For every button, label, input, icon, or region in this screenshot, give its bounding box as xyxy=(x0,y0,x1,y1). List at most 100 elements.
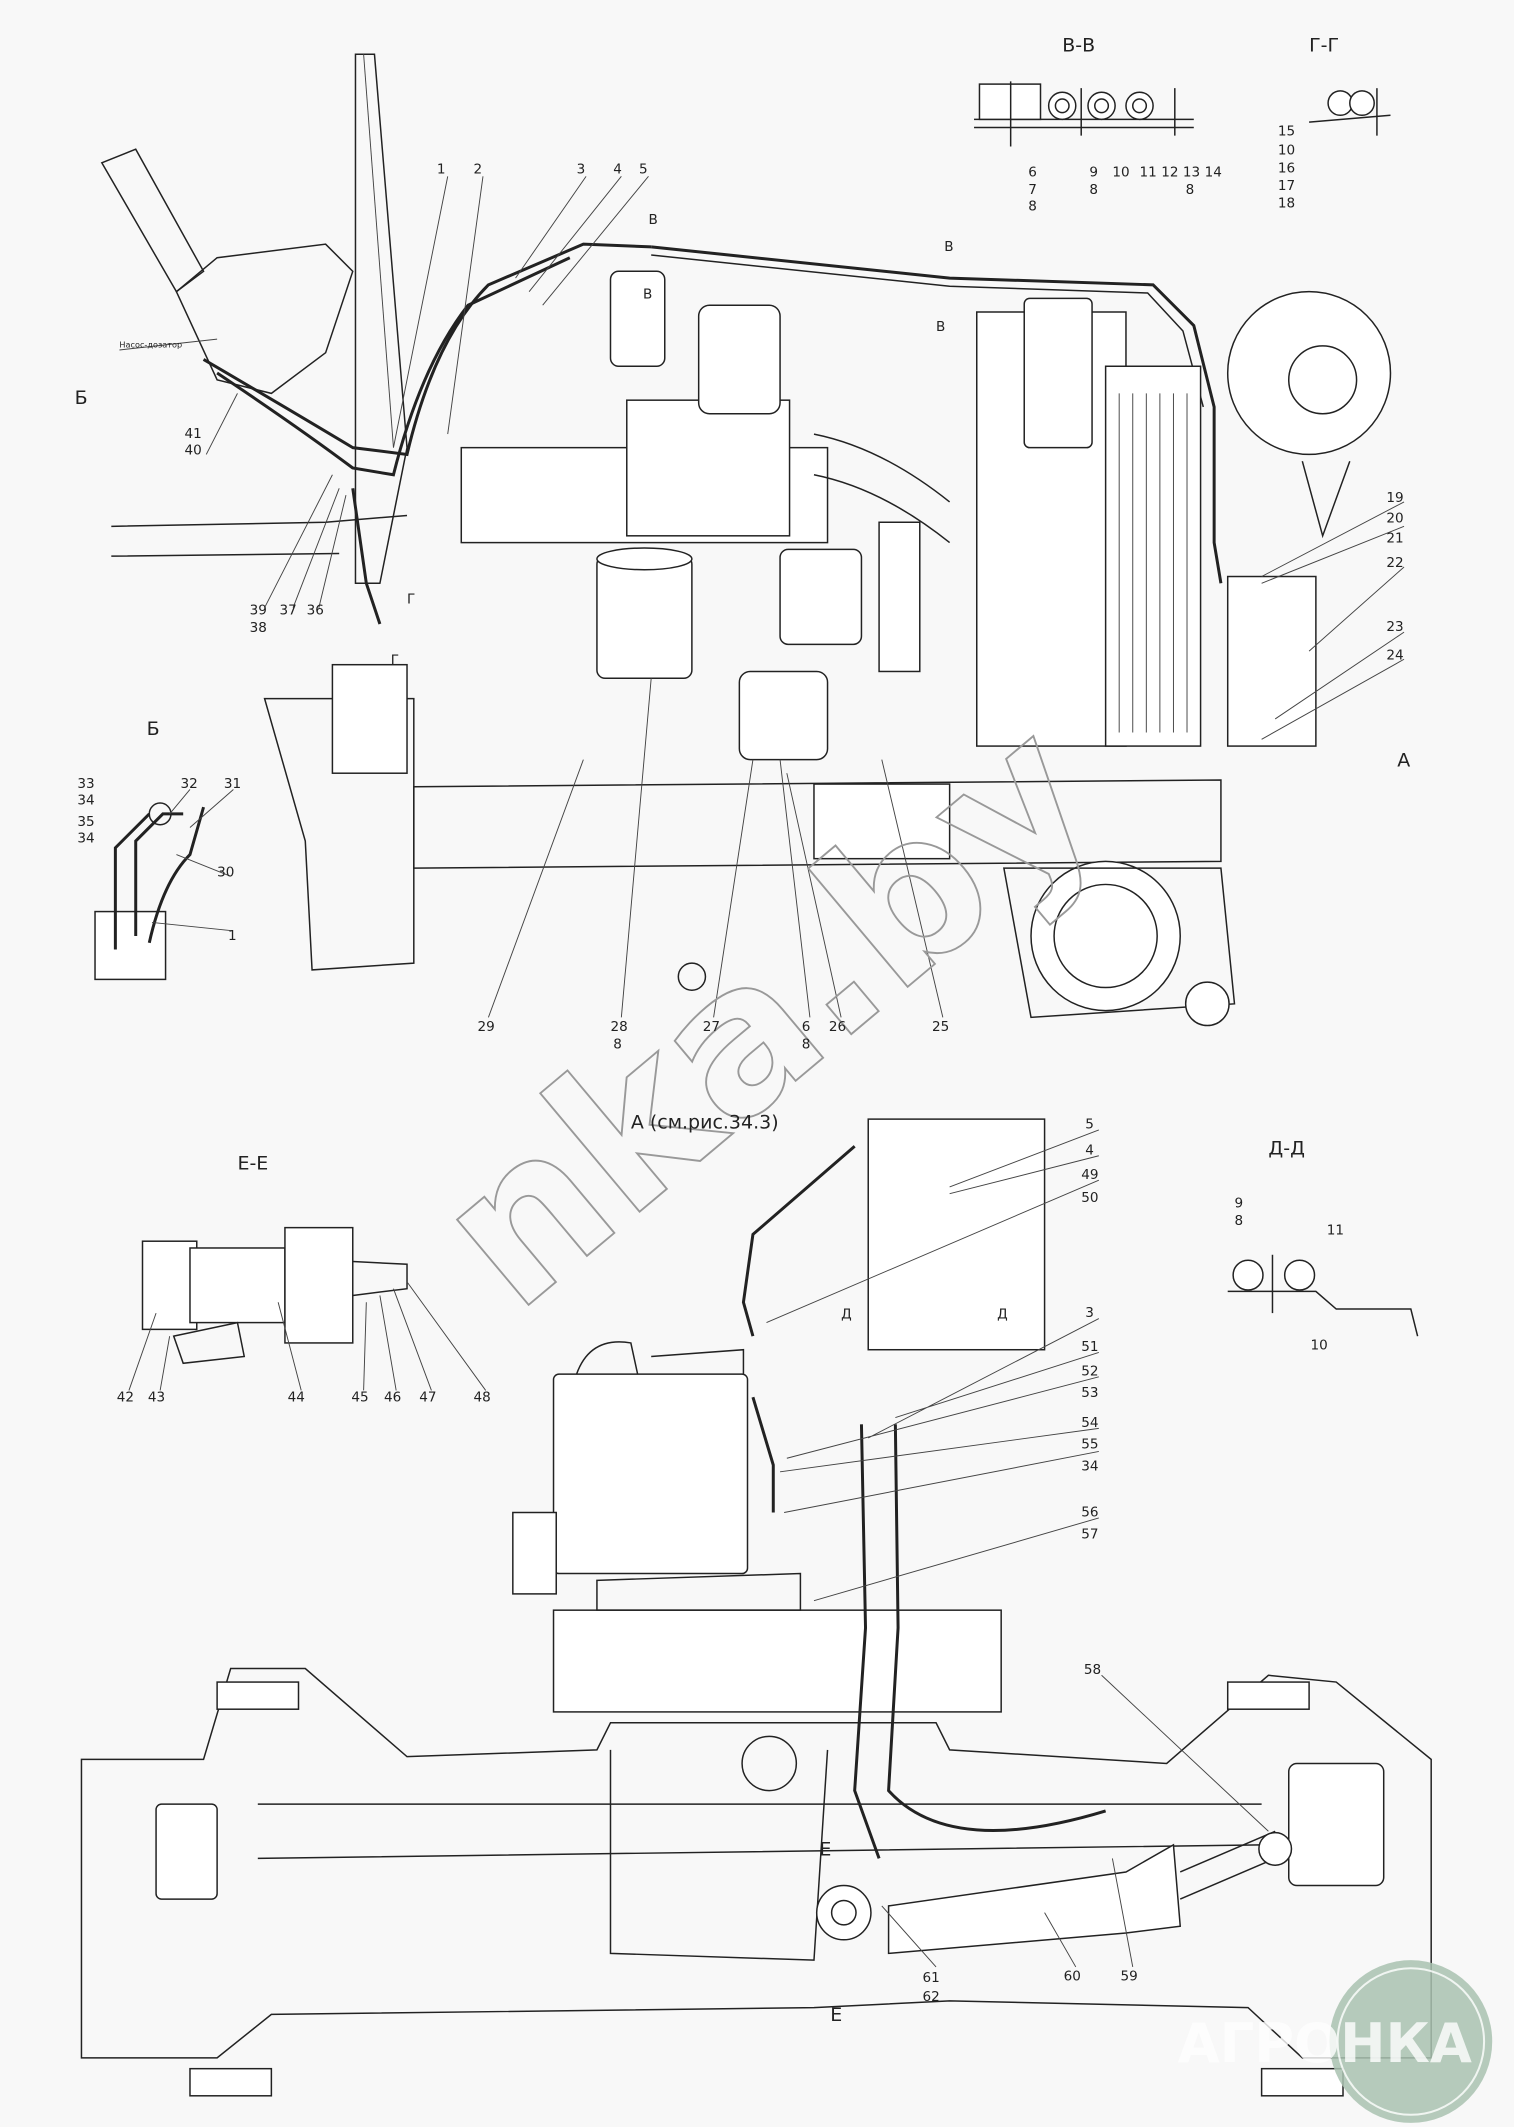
callout: 8 xyxy=(802,1037,811,1053)
callout: 40 xyxy=(185,442,202,458)
section-gg xyxy=(1309,88,1391,136)
callout: 53 xyxy=(1081,1385,1098,1401)
callout: 61 xyxy=(922,1970,939,1986)
callout: 54 xyxy=(1081,1415,1098,1431)
callout: 43 xyxy=(148,1389,165,1405)
callout: 3 xyxy=(577,162,586,178)
callout: 8 xyxy=(1234,1213,1243,1229)
callout: 7 xyxy=(1028,182,1037,198)
callout: 9 xyxy=(1234,1195,1243,1211)
view-ref-a: А (см.рис.34.3) xyxy=(631,1112,779,1134)
cut-mark-v: В xyxy=(944,239,953,255)
cut-mark-v: В xyxy=(936,319,945,335)
callout: 29 xyxy=(478,1019,495,1035)
callout: 47 xyxy=(419,1389,436,1405)
callout: 44 xyxy=(288,1389,305,1405)
callout: 52 xyxy=(1081,1363,1098,1379)
section-label-gg: Г-Г xyxy=(1309,35,1339,57)
callout: 39 xyxy=(250,602,267,618)
pump-note: Насос-дозатор xyxy=(119,339,182,349)
callout: 8 xyxy=(1028,198,1037,214)
callout: 15 xyxy=(1278,124,1295,140)
callout: 42 xyxy=(117,1389,134,1405)
callout: 34 xyxy=(77,792,94,808)
callout: 25 xyxy=(932,1019,949,1035)
section-label-ee: Е-Е xyxy=(237,1152,268,1174)
callout: 34 xyxy=(77,830,94,846)
cut-mark-e: Е xyxy=(830,2004,842,2026)
callouts: 1 2 3 4 5 6 7 8 9 8 10 11 12 13 8 14 15 … xyxy=(77,124,1403,2005)
callout: 33 xyxy=(77,776,94,792)
cut-mark-g: Г xyxy=(407,592,415,608)
callout: 27 xyxy=(703,1019,720,1035)
callout: 1 xyxy=(437,162,446,178)
callout: 31 xyxy=(224,776,241,792)
callout: 51 xyxy=(1081,1339,1098,1355)
cut-mark-g: Г xyxy=(391,653,399,669)
callout: 5 xyxy=(639,162,648,178)
callout: 4 xyxy=(613,162,622,178)
callout: 5 xyxy=(1085,1117,1094,1133)
callout: 12 xyxy=(1161,164,1178,180)
agronka-logo: АГРОНКА xyxy=(1178,1960,1493,2123)
callout: 18 xyxy=(1278,196,1295,212)
callout: 58 xyxy=(1084,1662,1101,1678)
view-label-b: Б xyxy=(147,718,160,740)
section-label-vv: В-В xyxy=(1062,35,1095,57)
callout: 6 xyxy=(1028,164,1037,180)
callout: 23 xyxy=(1386,619,1403,635)
callout: 8 xyxy=(1089,182,1098,198)
section-dd xyxy=(1227,1254,1419,1337)
callout: 46 xyxy=(384,1389,401,1405)
callout: 50 xyxy=(1081,1190,1098,1206)
callout: 11 xyxy=(1140,164,1157,180)
callout: 10 xyxy=(1278,143,1295,159)
callout: 14 xyxy=(1205,164,1222,180)
upper-assembly-view xyxy=(100,53,1392,1027)
cut-mark-v: В xyxy=(643,286,652,302)
callout: 36 xyxy=(307,602,324,618)
callout: 35 xyxy=(77,814,94,830)
callout: 41 xyxy=(185,426,202,442)
callout: 19 xyxy=(1386,490,1403,506)
callout: 26 xyxy=(829,1019,846,1035)
callout: 38 xyxy=(250,620,267,636)
callout: 4 xyxy=(1085,1142,1094,1158)
callout: 62 xyxy=(922,1989,939,2005)
callout: 37 xyxy=(280,602,297,618)
callout: 13 xyxy=(1183,164,1200,180)
cut-mark-d: Д xyxy=(997,1307,1008,1323)
cut-mark-v: В xyxy=(648,212,657,228)
callout: 49 xyxy=(1081,1167,1098,1183)
callout: 2 xyxy=(473,162,482,178)
callout: 1 xyxy=(228,928,237,944)
section-label-dd: Д-Д xyxy=(1268,1137,1305,1159)
view-b xyxy=(94,802,205,981)
logo-text: АГРОНКА xyxy=(1178,2012,1472,2075)
callout: 57 xyxy=(1081,1526,1098,1542)
arrow-label-a: А xyxy=(1397,749,1410,771)
callout: 17 xyxy=(1278,178,1295,194)
section-labels: В-В Г-Г Б Б А Е-Е Д-Д А (см.рис.34.3) В … xyxy=(75,35,1411,2027)
callout: 10 xyxy=(1310,1338,1327,1354)
lower-assembly-view xyxy=(80,1118,1432,2097)
callout: 10 xyxy=(1112,164,1129,180)
callout: 60 xyxy=(1064,1968,1081,1984)
callout: 34 xyxy=(1081,1458,1098,1474)
callout: 6 xyxy=(802,1019,811,1035)
section-vv xyxy=(974,81,1194,147)
callout: 28 xyxy=(610,1019,627,1035)
callout: 9 xyxy=(1089,164,1098,180)
callout: 45 xyxy=(351,1389,368,1405)
callout: 8 xyxy=(1186,182,1195,198)
callout: 30 xyxy=(217,864,234,880)
callout: 3 xyxy=(1085,1305,1094,1321)
leader-lines xyxy=(119,176,1405,1968)
callout: 22 xyxy=(1386,555,1403,571)
callout: 24 xyxy=(1386,647,1403,663)
callout: 16 xyxy=(1278,160,1295,176)
callout: 21 xyxy=(1386,531,1403,547)
callout: 8 xyxy=(613,1037,622,1053)
